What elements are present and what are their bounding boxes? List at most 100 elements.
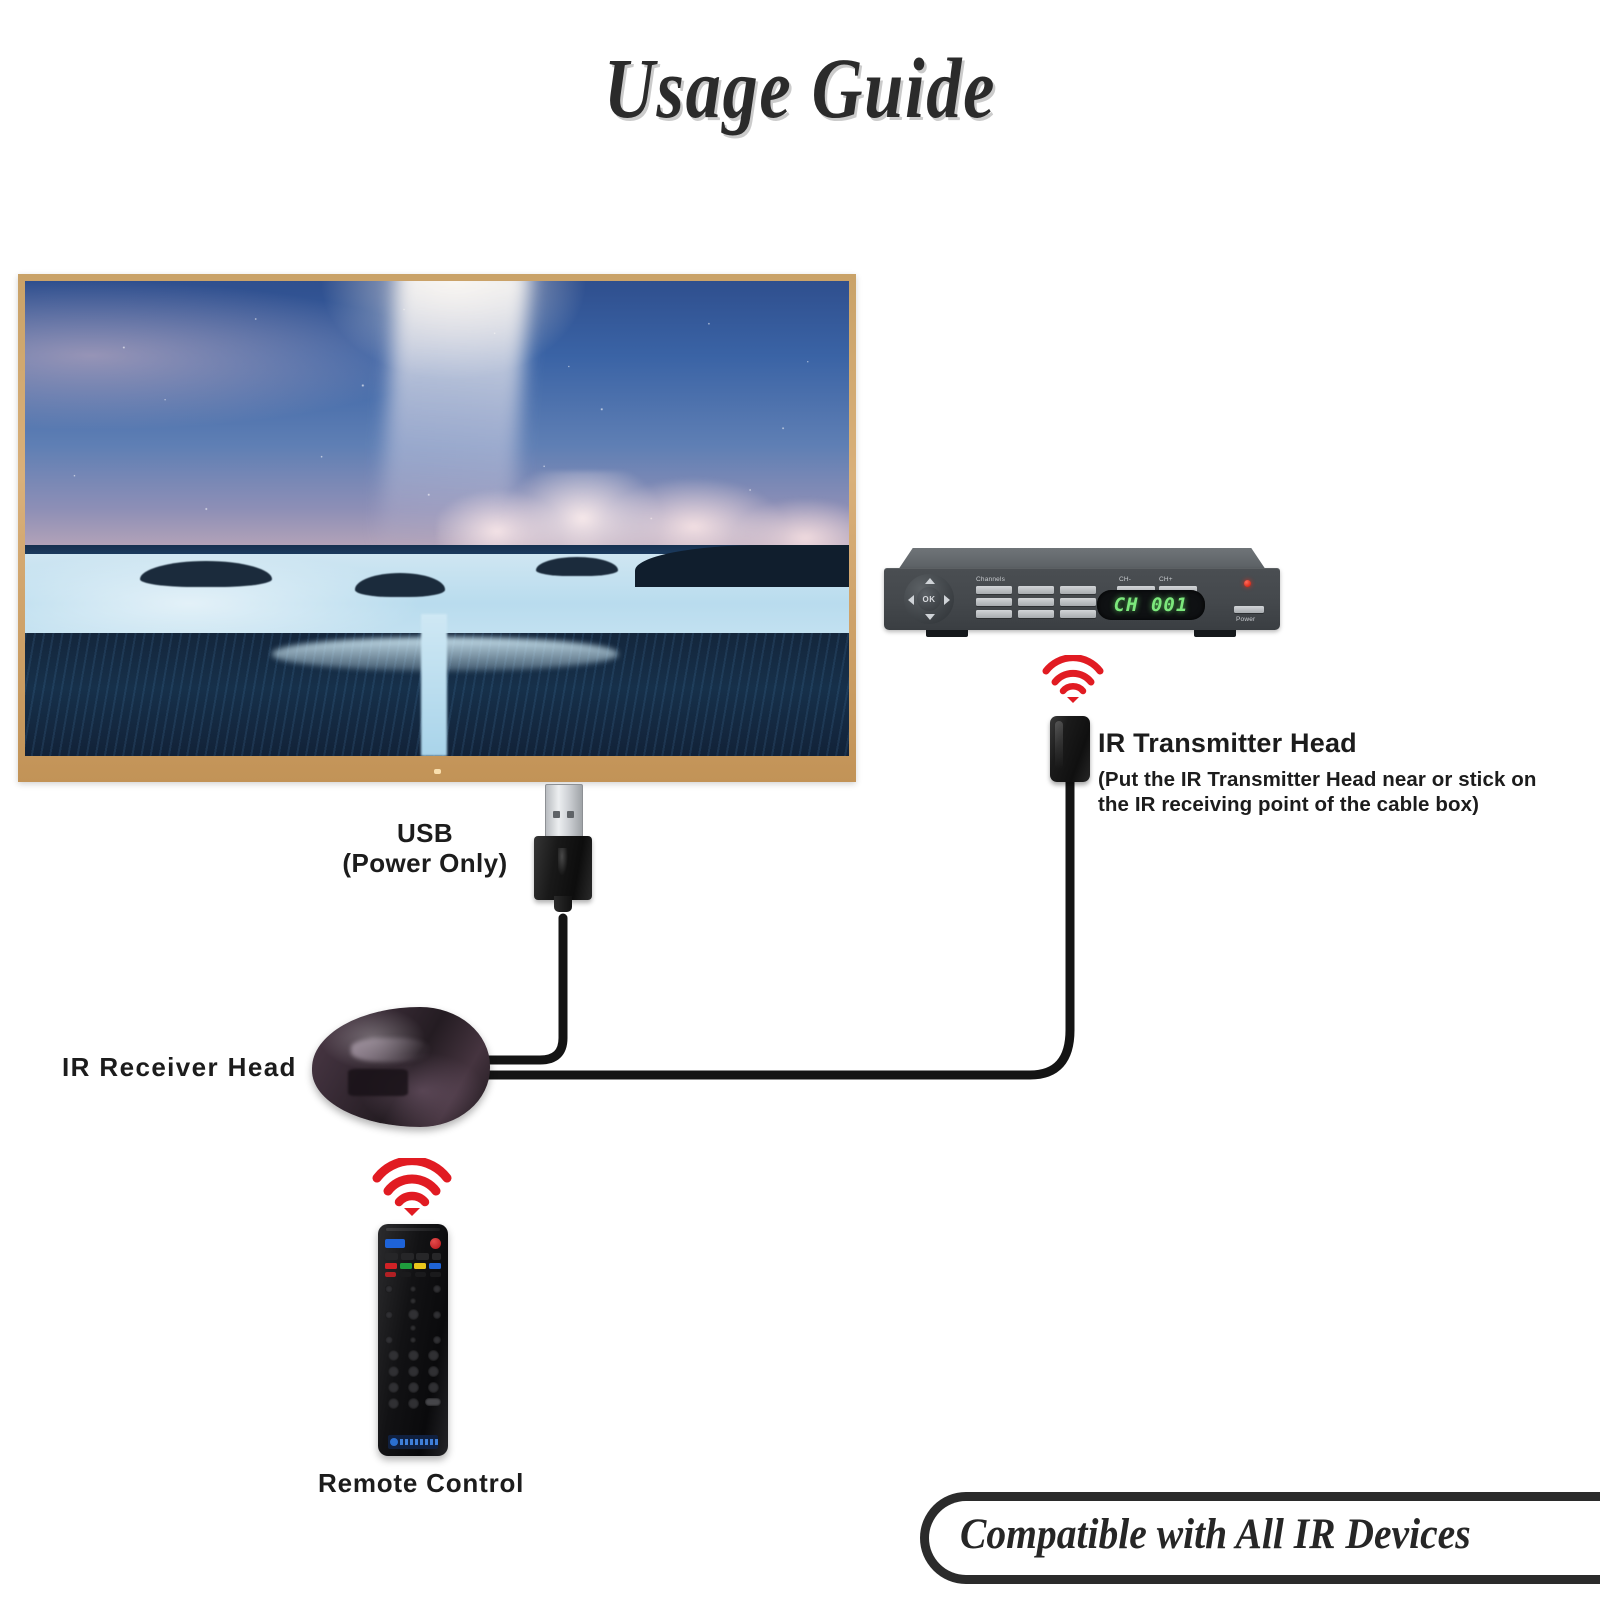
cable-box-channel-key[interactable] xyxy=(976,586,1012,594)
cable-box-ch-down-label: CH- xyxy=(1119,576,1132,583)
remote-number-button[interactable] xyxy=(427,1382,439,1393)
cable-box-power-button[interactable] xyxy=(1234,606,1264,613)
remote-number-pad[interactable] xyxy=(385,1350,441,1409)
cable-box-channel-key[interactable] xyxy=(1060,610,1096,618)
remote-number-button[interactable] xyxy=(407,1398,419,1409)
tv-power-indicator-led xyxy=(434,769,441,774)
remote-back-button[interactable] xyxy=(410,1337,416,1343)
remote-color-button-green[interactable] xyxy=(399,1263,412,1269)
remote-number-button[interactable] xyxy=(387,1382,399,1393)
remote-menu-button[interactable] xyxy=(433,1336,441,1344)
remote-nav-button[interactable] xyxy=(385,1285,393,1293)
remote-sub-button[interactable] xyxy=(415,1272,426,1277)
tv-screen xyxy=(25,281,849,756)
dpad-down-arrow-icon[interactable] xyxy=(925,614,935,620)
remote-number-button[interactable] xyxy=(387,1366,399,1377)
ir-receiver-dome xyxy=(312,1007,490,1127)
compatibility-banner: Compatible with All IR Devices xyxy=(920,1492,1600,1584)
cable-box-channel-key[interactable] xyxy=(1060,586,1096,594)
usb-label-line1: USB xyxy=(396,818,454,848)
remote-brand-logo xyxy=(388,1435,438,1449)
ir-receiver-head xyxy=(312,1007,490,1127)
tv-screen-rock xyxy=(140,561,273,588)
banner-text: Compatible with All IR Devices xyxy=(960,1511,1471,1558)
remote-number-button[interactable] xyxy=(427,1366,439,1377)
dpad-left-arrow-icon[interactable] xyxy=(908,595,914,605)
remote-control[interactable] xyxy=(378,1224,448,1456)
tv-screen-clouds xyxy=(437,471,849,557)
cable-box-channel-key[interactable] xyxy=(1018,586,1054,594)
remote-function-button[interactable] xyxy=(416,1253,430,1260)
remote-nav-left-button[interactable] xyxy=(385,1310,393,1319)
remote-number-button[interactable] xyxy=(407,1382,419,1393)
dpad-ok-button[interactable]: OK xyxy=(917,587,941,611)
cable-box-front-panel: OK Channels CH- CH+ CH 001 xyxy=(884,568,1280,630)
cable-box-channel-key[interactable] xyxy=(1018,610,1054,618)
remote-control-title: Remote Control xyxy=(318,1468,525,1498)
cable-box-ch-up-label: CH+ xyxy=(1159,576,1173,583)
usb-contact-slot xyxy=(567,811,574,818)
remote-blue-button[interactable] xyxy=(385,1239,405,1248)
dpad-right-arrow-icon[interactable] xyxy=(944,595,950,605)
ir-signal-icon xyxy=(1042,655,1104,703)
remote-wide-button[interactable] xyxy=(425,1398,441,1406)
remote-number-button[interactable] xyxy=(407,1366,419,1377)
remote-color-button-yellow[interactable] xyxy=(414,1263,427,1269)
ir-receiver-title: IR Receiver Head xyxy=(62,1052,297,1082)
remote-number-button[interactable] xyxy=(387,1350,399,1361)
remote-number-button[interactable] xyxy=(407,1350,419,1361)
usb-label: USB (Power Only) xyxy=(320,818,530,878)
remote-function-button[interactable] xyxy=(400,1253,414,1260)
cable-box-channel-readout: CH 001 xyxy=(1113,594,1189,616)
cable-box-channel-key[interactable] xyxy=(1018,598,1054,606)
remote-nav-button[interactable] xyxy=(433,1285,441,1293)
remote-sub-button[interactable] xyxy=(400,1272,411,1277)
cable-box-channels-label: Channels xyxy=(976,576,1006,583)
cable-box-status-led xyxy=(1244,580,1251,587)
tv-screen-rock xyxy=(354,573,446,597)
usb-label-line2: (Power Only) xyxy=(342,848,508,879)
ir-transmitter-note: (Put the IR Transmitter Head near or sti… xyxy=(1098,768,1537,816)
cable-box-display: CH 001 xyxy=(1097,590,1205,620)
banner-frame xyxy=(920,1492,1600,1584)
cable-box-channel-keypad[interactable] xyxy=(976,586,1096,618)
remote-function-button[interactable] xyxy=(431,1253,441,1260)
usb-connector xyxy=(534,784,592,919)
cable-box-channel-key[interactable] xyxy=(976,598,1012,606)
television xyxy=(18,274,856,782)
remote-ok-button[interactable] xyxy=(407,1309,419,1320)
remote-number-button[interactable] xyxy=(427,1350,439,1361)
cable-box: OK Channels CH- CH+ CH 001 xyxy=(884,548,1280,648)
cable-box-dpad[interactable]: OK xyxy=(904,574,954,624)
cable-box-foot xyxy=(926,630,968,637)
remote-color-button-blue[interactable] xyxy=(428,1263,441,1269)
remote-color-buttons[interactable] xyxy=(385,1263,441,1269)
usb-plug-body xyxy=(534,836,592,900)
remote-sub-button[interactable] xyxy=(385,1272,396,1277)
remote-ir-emitter-strip xyxy=(386,1228,440,1231)
dpad-up-arrow-icon[interactable] xyxy=(925,578,935,584)
usb-cable-neck xyxy=(554,896,572,912)
remote-nav-up-button[interactable] xyxy=(410,1286,416,1292)
cable-box-channel-key[interactable] xyxy=(976,610,1012,618)
cable-box-channel-key[interactable] xyxy=(1060,598,1096,606)
tv-screen-rock xyxy=(535,556,619,576)
remote-logo-text xyxy=(400,1439,438,1445)
remote-nav-right-button[interactable] xyxy=(433,1310,441,1319)
tv-screen-stream xyxy=(420,613,447,756)
usb-metal-shell xyxy=(545,784,583,842)
remote-nav-up-button[interactable] xyxy=(410,1298,416,1304)
remote-logo-mark xyxy=(390,1438,398,1446)
remote-nav-down-button[interactable] xyxy=(410,1325,416,1331)
cable-box-top-panel xyxy=(898,548,1266,570)
remote-exit-button[interactable] xyxy=(385,1336,393,1344)
remote-power-button[interactable] xyxy=(430,1238,441,1249)
remote-number-button[interactable] xyxy=(387,1398,399,1409)
remote-color-button-red[interactable] xyxy=(385,1263,397,1269)
remote-sub-button[interactable] xyxy=(430,1272,441,1277)
ir-signal-icon xyxy=(372,1158,452,1216)
remote-function-button[interactable] xyxy=(385,1253,398,1260)
page-title: Usage Guide xyxy=(603,40,997,136)
ir-transmitter-head xyxy=(1050,716,1090,782)
